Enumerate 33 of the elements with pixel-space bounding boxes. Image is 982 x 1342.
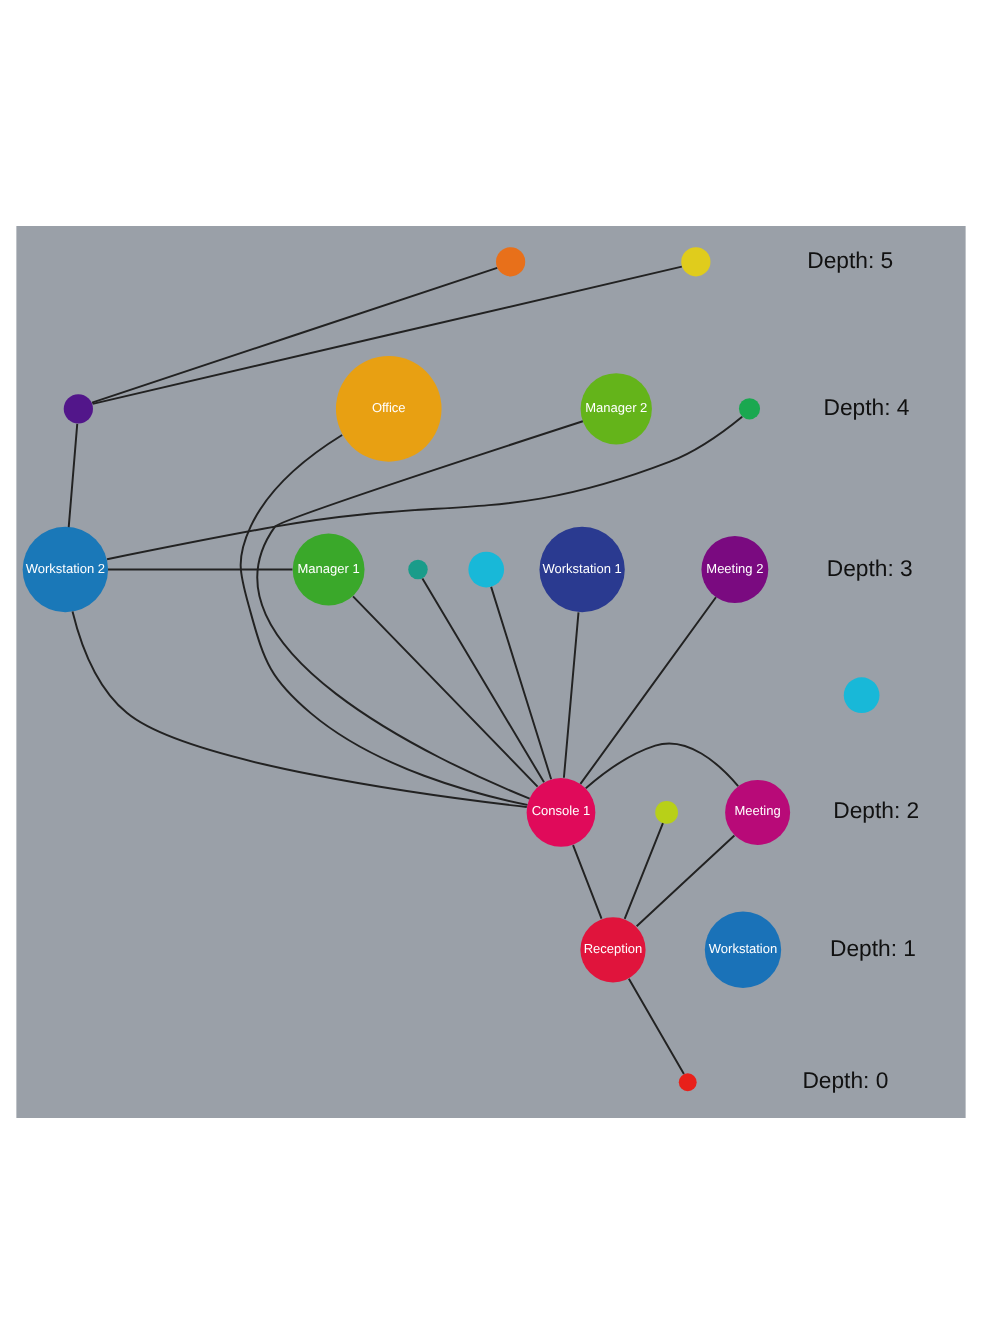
connector xyxy=(490,584,553,780)
label: Depth: 5 xyxy=(807,248,894,273)
connector xyxy=(239,433,529,805)
label: Depth: 1 xyxy=(830,936,916,961)
connector xyxy=(584,741,740,789)
node-circle xyxy=(496,246,526,276)
node-circle xyxy=(738,397,761,419)
connector xyxy=(107,567,294,570)
connector xyxy=(623,821,664,919)
node-circle xyxy=(468,550,505,587)
label: Depth: 0 xyxy=(802,1069,889,1094)
connector xyxy=(572,843,603,919)
connector xyxy=(352,594,539,787)
connector xyxy=(91,264,683,404)
connector xyxy=(421,576,545,783)
connector xyxy=(562,610,580,778)
connector xyxy=(635,833,736,927)
node-circle xyxy=(63,393,93,423)
node-circle xyxy=(655,800,678,823)
label: Depth: 3 xyxy=(826,556,913,581)
label: Depth: 2 xyxy=(833,799,920,824)
node-circle xyxy=(408,558,428,579)
label: Depth: 4 xyxy=(823,395,910,420)
connector xyxy=(91,265,499,403)
connector xyxy=(106,414,744,560)
connector xyxy=(71,609,528,808)
connector xyxy=(627,976,685,1074)
connector xyxy=(579,595,717,784)
node-circle xyxy=(678,1072,697,1091)
node-circle xyxy=(681,246,711,276)
node-circle xyxy=(843,676,880,713)
connector xyxy=(67,421,79,528)
connector xyxy=(256,419,584,799)
